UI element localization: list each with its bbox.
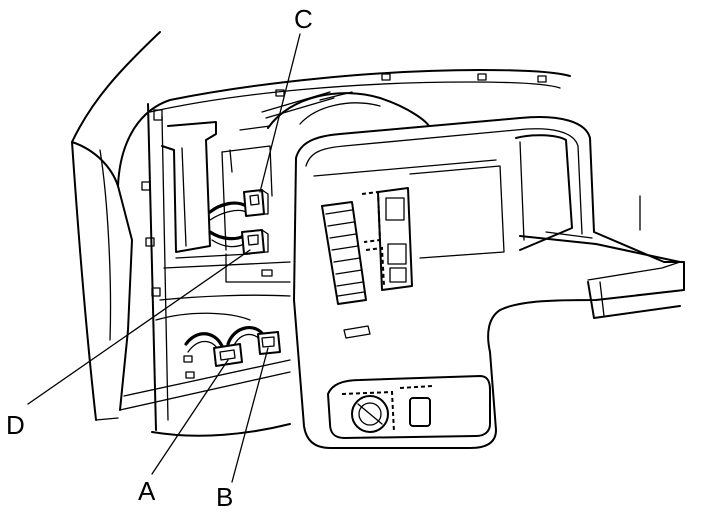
leader-line-d xyxy=(27,249,251,405)
leader-line-a xyxy=(151,359,229,475)
connector-d xyxy=(241,229,269,255)
callout-d: D xyxy=(6,410,25,440)
leader-line-b xyxy=(231,347,269,483)
leader-lines xyxy=(27,33,301,483)
center-panel xyxy=(293,116,685,449)
dashboard-top xyxy=(117,69,571,437)
leader-line-c xyxy=(259,33,301,193)
meter-hood xyxy=(261,91,431,129)
callout-a: A xyxy=(138,476,156,506)
callout-b: B xyxy=(216,482,233,512)
callout-c: C xyxy=(294,4,313,34)
connector-c xyxy=(243,189,269,217)
dash-cavity xyxy=(155,121,291,321)
connector-b xyxy=(257,331,281,355)
connector-a xyxy=(213,343,243,367)
a-pillar xyxy=(71,31,161,421)
